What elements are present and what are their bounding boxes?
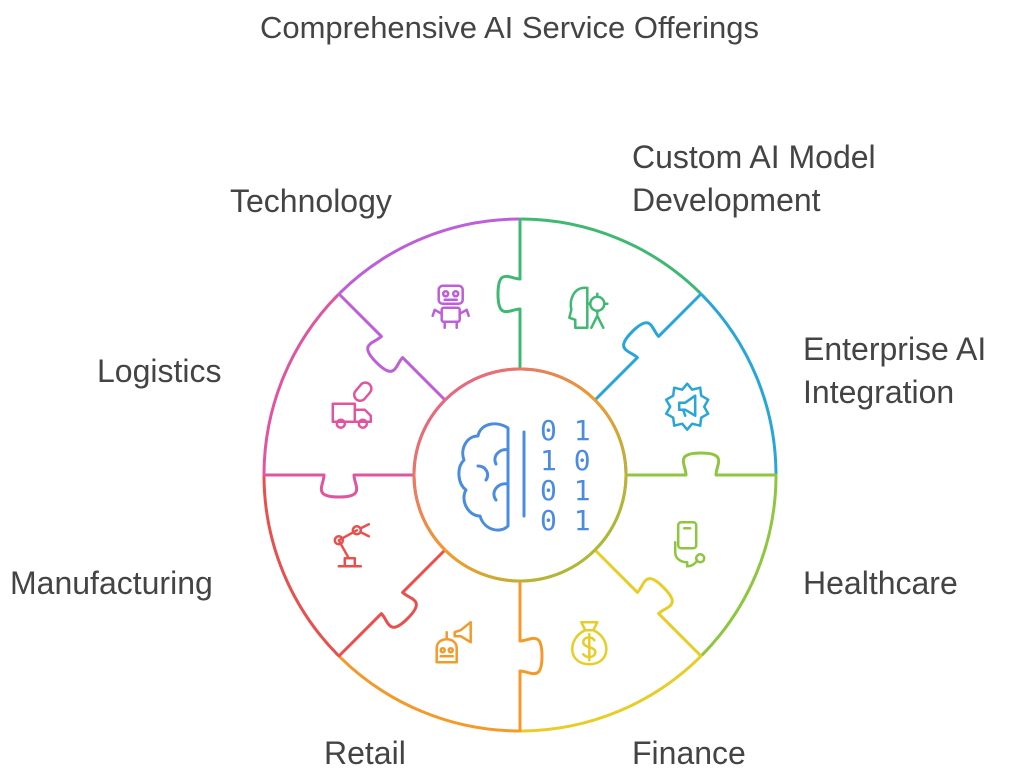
label-manufacturing: Manufacturing xyxy=(10,565,213,601)
segment-divider xyxy=(593,292,703,402)
segment-inner-edge xyxy=(520,367,596,401)
segment-outer-edge xyxy=(700,475,778,657)
center-ring xyxy=(412,367,628,583)
segment-divider xyxy=(518,579,544,733)
segment-outer-edge xyxy=(520,217,702,295)
megaphone-gear-icon xyxy=(664,382,710,431)
money-bag-icon xyxy=(571,620,608,666)
segment-divider xyxy=(337,292,447,402)
label-logistics: Logistics xyxy=(97,353,222,389)
segment-inner-edge xyxy=(444,549,520,583)
robot-icon xyxy=(431,284,470,330)
segment-outer-edge xyxy=(700,293,778,475)
label-custom-ai-model-development: Custom AI Model Development xyxy=(632,139,876,218)
robotic-arm-icon xyxy=(333,523,371,568)
segment-outer-edge xyxy=(262,293,340,475)
segment-inner-edge xyxy=(444,367,520,401)
binary-digits-row: 0 1 xyxy=(540,474,591,507)
segment-custom-ai-model-development xyxy=(496,217,702,401)
label-retail: Retail xyxy=(324,735,406,771)
segment-divider xyxy=(593,548,703,658)
binary-digits-row: 1 0 xyxy=(540,444,591,477)
label-finance: Finance xyxy=(632,735,746,771)
label-healthcare: Healthcare xyxy=(803,565,958,601)
segment-healthcare xyxy=(594,451,778,657)
segment-retail xyxy=(338,549,544,733)
segment-divider xyxy=(337,548,447,658)
segment-inner-edge xyxy=(594,399,628,475)
label-enterprise-ai-integration: Enterprise AI Integration xyxy=(803,331,987,410)
segment-divider xyxy=(496,217,522,371)
segment-outer-edge xyxy=(338,217,520,295)
robot-megaphone-icon xyxy=(435,620,472,664)
diagram-title: Comprehensive AI Service Offerings xyxy=(259,10,760,45)
segment-inner-edge xyxy=(412,399,446,475)
segment-divider xyxy=(262,473,416,499)
label-technology: Technology xyxy=(230,183,392,219)
segment-outer-edge xyxy=(338,655,520,733)
ai-head-gear-icon xyxy=(568,286,609,330)
binary-digits-row: 0 1 xyxy=(540,414,591,447)
brain-binary-icon xyxy=(457,422,526,532)
stethoscope-phone-icon xyxy=(673,521,706,568)
segment-inner-edge xyxy=(520,549,596,583)
delivery-truck-icon xyxy=(331,381,373,429)
segment-inner-edge xyxy=(594,475,628,551)
segment-outer-edge xyxy=(520,655,702,733)
center-hub: 0 11 00 10 1 xyxy=(412,367,628,583)
binary-digits-row: 0 1 xyxy=(540,504,591,537)
segment-inner-edge xyxy=(412,475,446,551)
segment-logistics xyxy=(262,293,446,499)
segment-divider xyxy=(624,451,778,477)
segment-outer-edge xyxy=(262,475,340,657)
